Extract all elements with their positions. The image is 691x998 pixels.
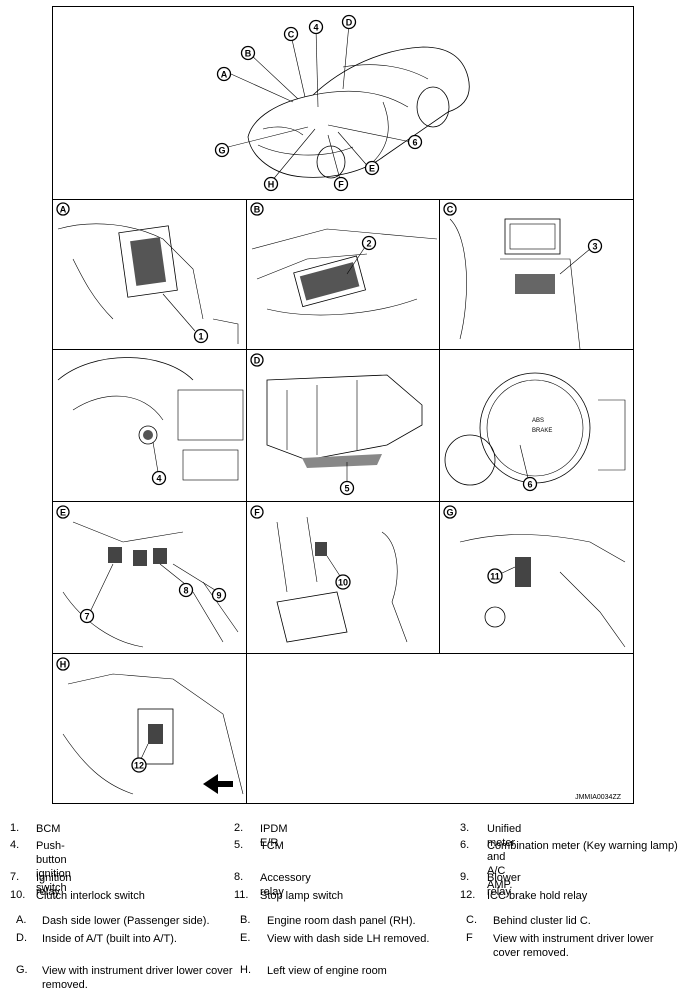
panel-g: G 11 [440,502,633,654]
panel-e: E 7 8 9 [53,502,247,654]
panel-d: D 5 [247,350,440,502]
svg-text:E: E [60,508,66,518]
svg-text:B: B [254,205,261,215]
svg-text:9: 9 [216,591,221,601]
figure-code: JMMIA0034ZZ [575,794,621,801]
svg-text:C: C [447,205,454,215]
svg-text:5: 5 [344,484,349,494]
svg-text:6: 6 [412,138,417,148]
panel-ignition: 4 [53,350,247,502]
svg-text:A: A [221,70,228,80]
car-overview: A B C 4 D 6 E F H G [53,7,633,200]
svg-text:6: 6 [527,480,532,490]
panel-f: F 10 [247,502,440,654]
svg-text:E: E [369,164,375,174]
panel-meter: ABS BRAKE 6 [440,350,633,502]
svg-text:7: 7 [84,612,89,622]
svg-text:C: C [288,30,295,40]
svg-text:H: H [268,180,275,190]
panel-h: H 12 [53,654,247,803]
panel-a: A 1 [53,199,247,350]
svg-text:F: F [338,180,344,190]
svg-text:B: B [245,49,252,59]
panel-c: C 3 [440,199,633,350]
svg-text:D: D [346,18,353,28]
car-callouts: A B C 4 D 6 E F H G [214,14,423,192]
svg-text:F: F [254,508,260,518]
svg-text:ABS: ABS [532,418,544,424]
svg-text:A: A [60,205,67,215]
svg-text:8: 8 [183,586,188,596]
location-diagram: A B C 4 D 6 E F H G A 1 [52,6,634,804]
svg-text:G: G [446,508,453,518]
svg-text:1: 1 [198,332,203,342]
svg-text:2: 2 [366,239,371,249]
svg-text:BRAKE: BRAKE [532,428,552,434]
svg-text:G: G [218,146,225,156]
svg-text:4: 4 [313,23,318,33]
car-illustration: A B C 4 D 6 E F H G [214,14,470,192]
svg-text:10: 10 [338,578,348,588]
svg-text:D: D [254,356,261,366]
panel-b: B 2 [247,199,440,350]
svg-text:4: 4 [156,474,161,484]
svg-text:11: 11 [490,572,500,582]
svg-text:3: 3 [592,242,597,252]
svg-text:H: H [60,660,67,670]
svg-text:12: 12 [134,761,144,771]
